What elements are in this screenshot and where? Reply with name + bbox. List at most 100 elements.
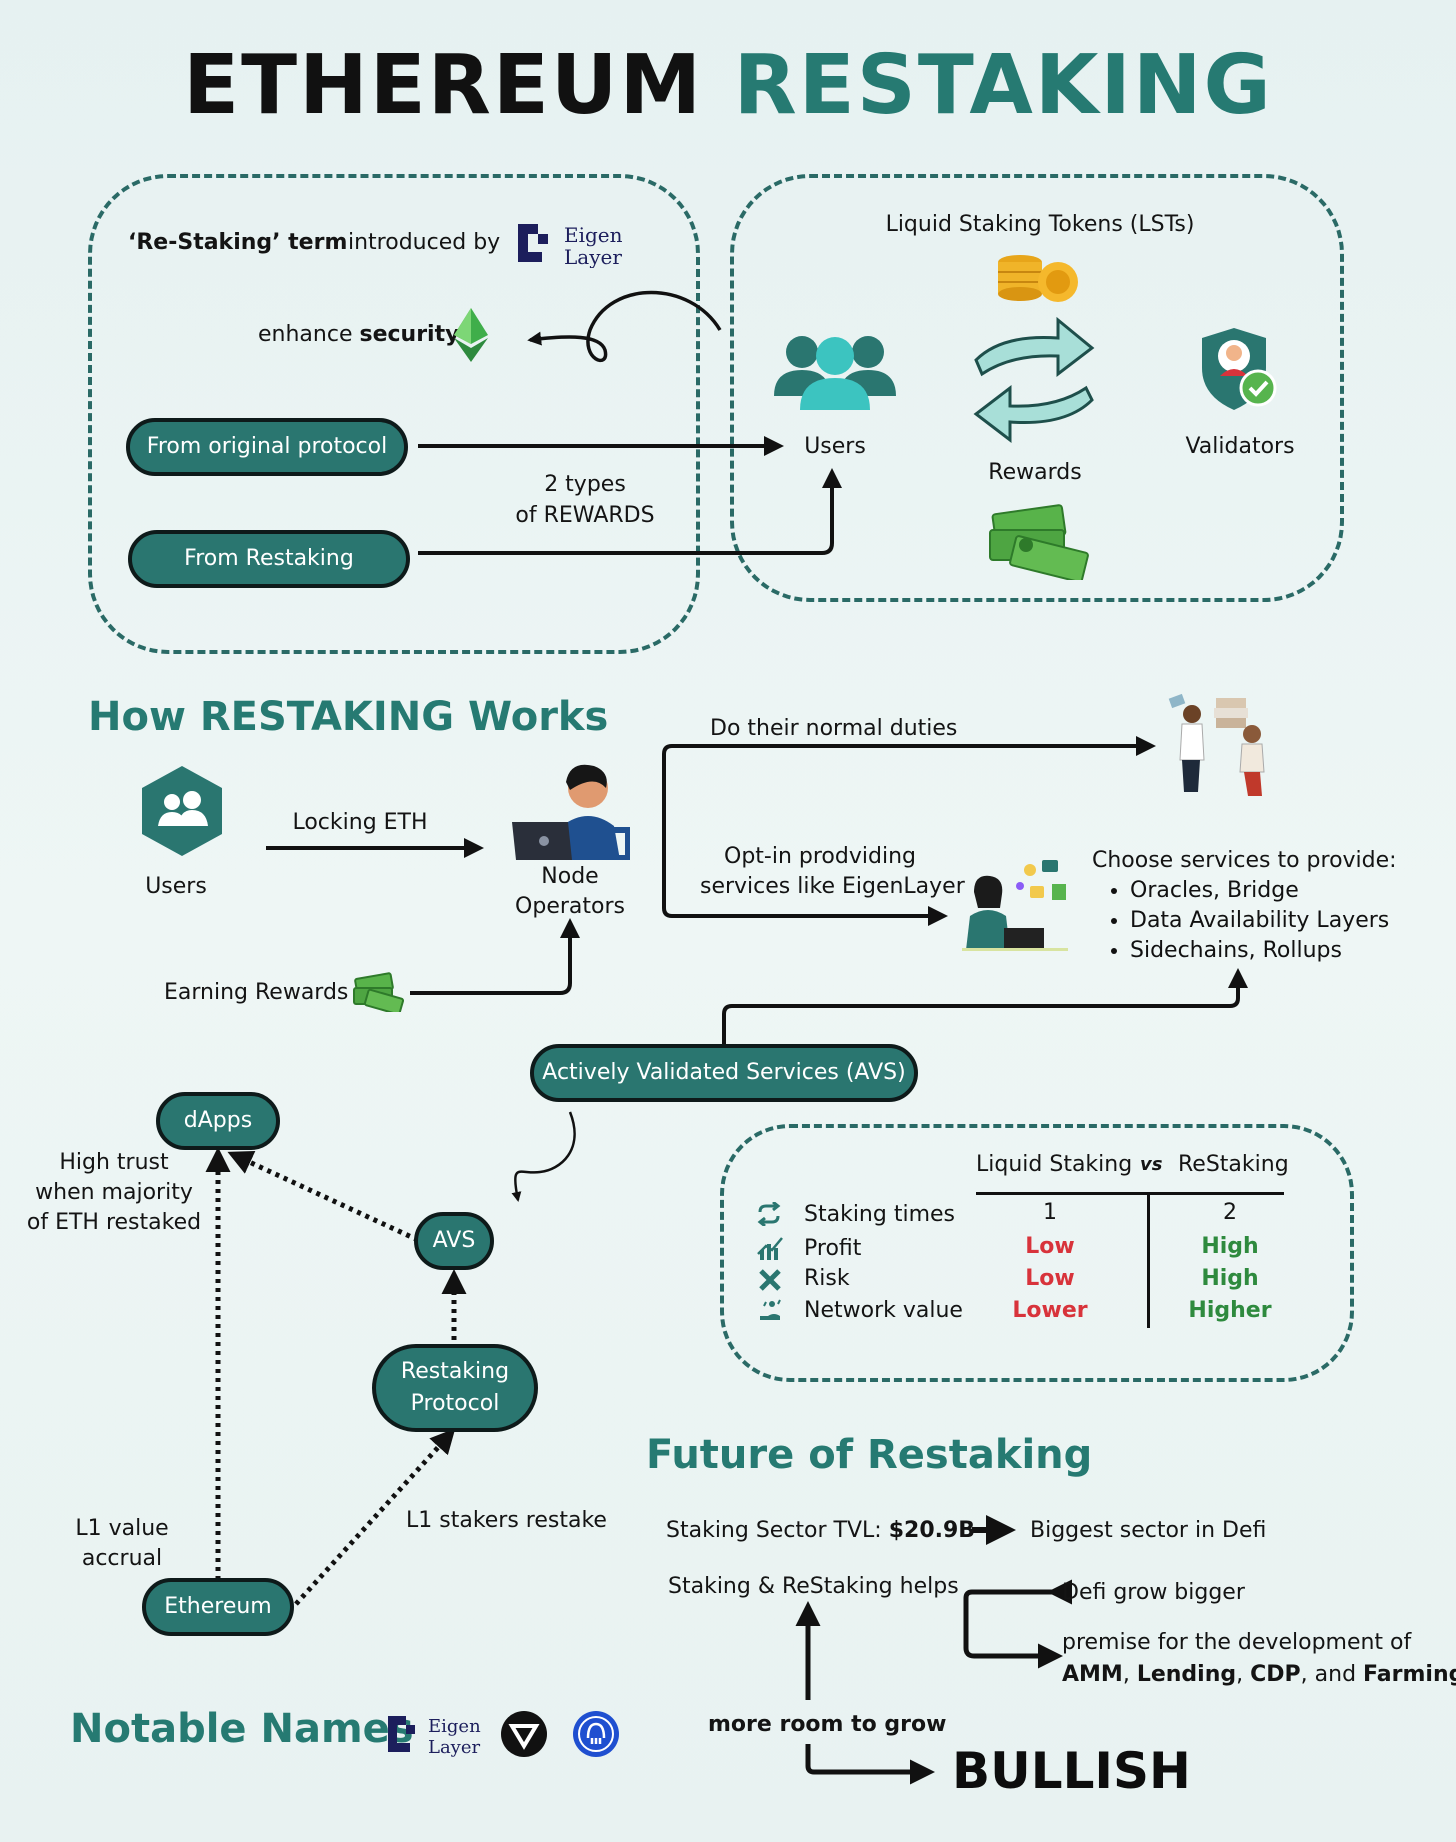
eigenlayer-logo-icon: Eigen Layer [516,220,626,269]
page-title: ETHEREUM RESTAKING [0,38,1456,133]
enhance-security-label: enhance security [258,322,459,347]
eigenlayer-logo-icon: Eigen Layer [386,1712,486,1758]
more-room-label: more room to grow [708,1712,947,1737]
notable-names-heading: Notable Names [70,1706,414,1752]
farming-text: Farming [1363,1662,1456,1687]
row-label: Staking times [804,1202,955,1227]
hand-icon [758,1298,784,1328]
vs-label: vs [1140,1154,1163,1175]
of-rewards-label: of REWARDS [515,503,655,528]
high-trust-note: High trust when majority of ETH restaked [26,1148,202,1238]
repeat-icon [756,1200,782,1230]
dapps-node: dApps [156,1092,280,1150]
services-operator-icon [960,850,1078,956]
optin-line2: services like EigenLayer [700,874,965,899]
choose-services-label: Choose services to provide: [1092,848,1397,873]
row-restaking-value: High [1201,1266,1259,1291]
avs-node: AVS [414,1212,494,1270]
high-trust-line: of ETH restaked [26,1210,202,1235]
service-item: Data Availability Layers [1130,906,1389,936]
users-group-icon [772,330,898,414]
row-restaking-value: Higher [1188,1298,1272,1323]
earning-cash-icon [352,970,405,1016]
row-liquid-value: 1 [1043,1200,1057,1225]
title-part2: RESTAKING [733,38,1273,133]
service-item: Sidechains, Rollups [1130,936,1389,966]
eigen-word: Eigen [428,1716,481,1737]
row-liquid-value: Low [1025,1234,1075,1259]
security-text: security [359,322,460,347]
l1-stakers-label: L1 stakers restake [406,1508,607,1533]
lst-rewards-label: Rewards [988,460,1082,485]
from-original-protocol-pill: From original protocol [126,418,408,476]
premise-label: premise for the development of [1062,1630,1412,1655]
layer-word: Layer [564,245,622,268]
tvl-label: Staking Sector TVL: [666,1518,882,1543]
row-restaking-value: High [1201,1234,1259,1259]
how-users-label: Users [145,874,207,899]
lst-users-label: Users [804,434,866,459]
coins-icon [996,248,1080,310]
optin-line1: Opt-in prodviding [724,844,916,869]
col-restaking: ReStaking [1178,1152,1289,1177]
operators-label: Operators [515,894,625,919]
l1-value-note: L1 value accrual [62,1514,182,1574]
cash-stack-icon [986,500,1090,584]
normal-duties-label: Do their normal duties [710,716,958,741]
defi-grow-label: Defi grow bigger [1062,1580,1245,1605]
restaking-term-label: ‘Re-Staking’ term [128,230,348,255]
earning-rewards-label: Earning Rewards [164,980,349,1005]
title-part1: ETHEREUM [183,38,704,133]
intro-box [88,174,700,654]
protocol-line2: Protocol [410,1391,500,1416]
how-restaking-heading: How RESTAKING Works [88,694,609,740]
node-label: Node [541,864,599,889]
l1-value-line: accrual [81,1546,163,1571]
lending-text: Lending [1136,1662,1237,1687]
biggest-sector-label: Biggest sector in Defi [1030,1518,1267,1543]
service-item: Oracles, Bridge [1130,876,1389,906]
table-divider [976,1192,1284,1195]
l1-value-line: L1 value [75,1516,169,1541]
comparison-box [720,1124,1354,1382]
two-types-label: 2 types [544,472,626,497]
row-restaking-value: 2 [1223,1200,1237,1225]
products-line: AMM, Lending, CDP, and Farming [1062,1662,1456,1687]
tvl-value: $20.9B [888,1518,976,1543]
lst-box [730,174,1344,602]
chart-icon [756,1236,786,1266]
restaking-protocol-node: Restaking Protocol [372,1344,538,1432]
validator-shield-icon [1196,326,1278,416]
high-trust-line: when majority [35,1180,193,1205]
lst-validators-label: Validators [1185,434,1295,459]
introduced-by-label: introduced by [348,230,501,255]
row-label: Risk [804,1266,850,1291]
row-liquid-value: Lower [1012,1298,1088,1323]
and-text: , and [1300,1662,1357,1687]
row-liquid-value: Low [1025,1266,1075,1291]
cdp-text: CDP [1250,1662,1301,1687]
bullish-label: BULLISH [952,1742,1191,1800]
protocol-logo-blue-icon [572,1710,620,1762]
avs-full-pill: Actively Validated Services (AVS) [530,1044,918,1102]
col-liquid-staking: Liquid Staking [976,1152,1133,1177]
helps-label: Staking & ReStaking helps [668,1574,959,1599]
exchange-arrows-icon [972,314,1096,452]
services-list: Oracles, Bridge Data Availability Layers… [1102,876,1389,966]
eigen-word: Eigen [564,223,623,247]
locking-eth-label: Locking ETH [292,810,428,835]
tvl-line: Staking Sector TVL: $20.9B [666,1518,975,1543]
protocol-logo-black-icon [500,1710,548,1762]
high-trust-line: High trust [59,1150,169,1175]
busy-workers-icon [1164,690,1276,802]
users-hexagon-icon [140,764,224,862]
row-label: Network value [804,1298,963,1323]
future-heading: Future of Restaking [646,1432,1093,1478]
enhance-text: enhance [258,322,353,347]
ethereum-icon [454,308,488,366]
lst-heading: Liquid Staking Tokens (LSTs) [885,212,1195,237]
layer-word: Layer [428,1737,481,1758]
row-label: Profit [804,1236,862,1261]
table-column-divider [1147,1192,1150,1328]
